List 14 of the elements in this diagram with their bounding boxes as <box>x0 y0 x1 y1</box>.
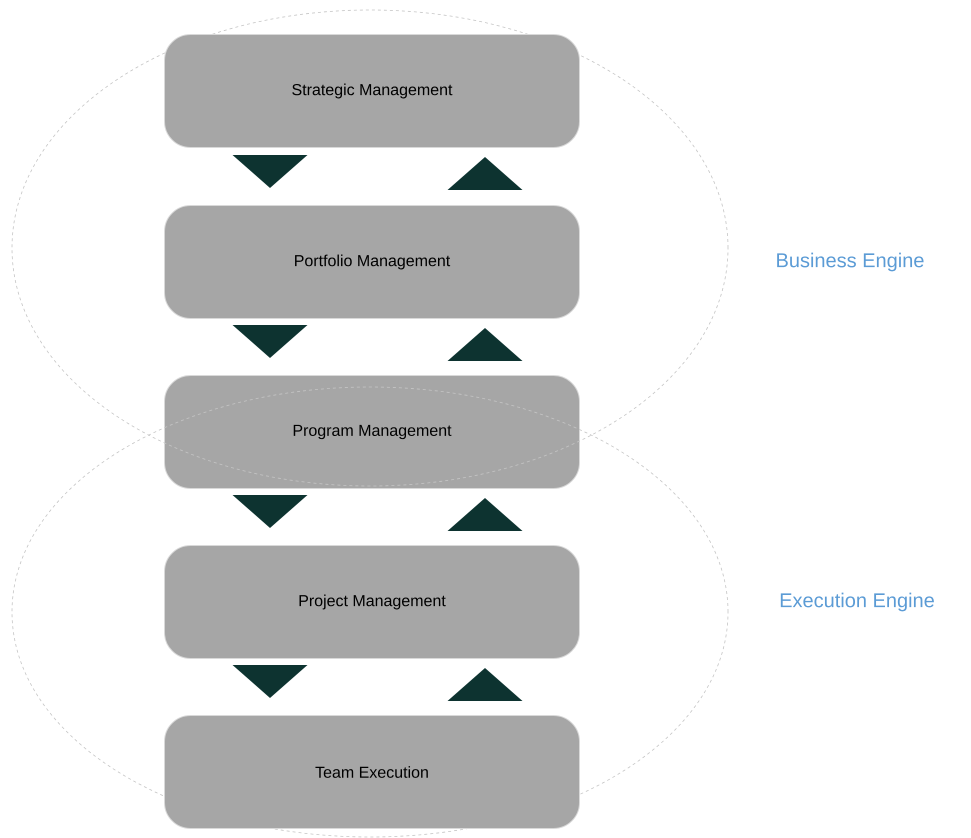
triangle-arrow <box>448 668 522 701</box>
process-box: Portfolio Management <box>164 205 580 319</box>
triangle-arrow <box>448 498 522 531</box>
triangle-arrow <box>448 328 522 361</box>
process-box: Team Execution <box>164 715 580 830</box>
engine-label: Execution Engine <box>780 592 934 612</box>
triangle-arrow <box>232 155 308 188</box>
triangle-arrow <box>232 495 308 528</box>
process-box: Strategic Management <box>164 34 580 148</box>
triangle-arrow <box>232 665 308 698</box>
triangle-arrow <box>448 157 522 190</box>
engine-label: Business Engine <box>777 252 924 272</box>
triangle-arrow <box>232 325 308 358</box>
process-box: Project Management <box>164 545 580 659</box>
